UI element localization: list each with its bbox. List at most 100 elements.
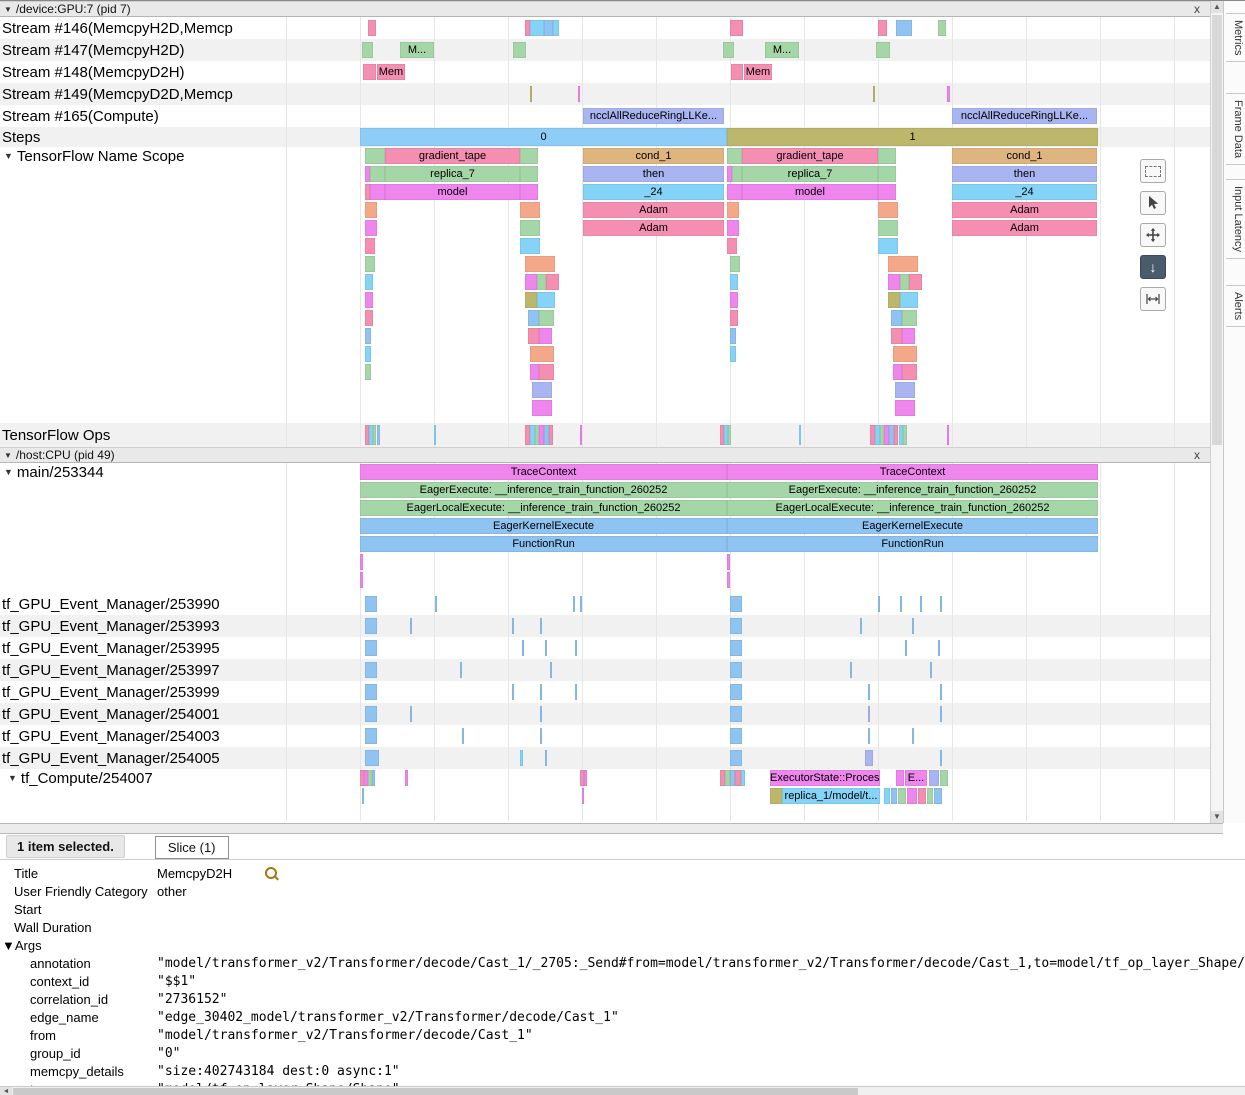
trace-event[interactable]	[888, 274, 900, 290]
details-hscrollbar[interactable]: ◄	[0, 1086, 1245, 1095]
collapse-arrow[interactable]: ▼	[8, 773, 17, 783]
collapse-arrow[interactable]: ▼	[4, 4, 12, 14]
trace-event[interactable]	[741, 770, 745, 786]
track-canvas[interactable]	[248, 659, 1210, 681]
track-canvas[interactable]	[248, 83, 1210, 105]
trace-event[interactable]	[545, 640, 547, 656]
trace-event[interactable]	[539, 310, 554, 326]
trace-event[interactable]	[878, 166, 896, 182]
track-canvas[interactable]: ncclAllReduceRingLLKe...ncclAllReduceRin…	[248, 105, 1210, 127]
trace-event[interactable]	[920, 596, 922, 612]
trace-event[interactable]	[938, 640, 940, 656]
trace-event[interactable]	[537, 274, 546, 290]
trace-event[interactable]	[730, 662, 742, 678]
trace-event[interactable]	[528, 328, 539, 344]
trace-event[interactable]	[902, 328, 915, 344]
trace-event[interactable]	[870, 425, 875, 445]
vertical-scrollbar-thumb[interactable]	[1212, 15, 1222, 445]
trace-event[interactable]	[365, 728, 377, 744]
trace-event[interactable]	[730, 292, 738, 308]
trace-event[interactable]	[770, 788, 782, 804]
magnifier-icon[interactable]	[264, 866, 279, 881]
trace-event[interactable]: EagerKernelExecute	[360, 518, 727, 534]
trace-event[interactable]	[462, 728, 464, 744]
trace-event[interactable]: model	[742, 184, 878, 200]
trace-event[interactable]	[530, 20, 544, 36]
trace-event[interactable]	[730, 640, 742, 656]
track-canvas[interactable]: M...M...	[248, 39, 1210, 61]
args-section-toggle[interactable]: ▼Args	[0, 936, 1245, 954]
trace-event[interactable]: _24	[952, 184, 1097, 200]
trace-event[interactable]	[725, 770, 730, 786]
close-icon[interactable]: x	[1194, 448, 1200, 462]
trace-event[interactable]	[550, 662, 552, 678]
trace-event[interactable]	[522, 640, 524, 656]
trace-event[interactable]: Adam	[952, 202, 1097, 218]
trace-event[interactable]	[878, 596, 880, 612]
trace-event[interactable]	[530, 346, 554, 362]
track-canvas[interactable]	[248, 17, 1210, 39]
trace-event[interactable]	[868, 728, 870, 744]
pan-tool-button[interactable]	[1140, 223, 1166, 247]
trace-event[interactable]	[537, 292, 555, 308]
trace-event[interactable]: then	[952, 166, 1097, 182]
trace-event[interactable]: EagerLocalExecute: __inference_train_fun…	[360, 500, 727, 516]
trace-event[interactable]	[530, 86, 532, 102]
trace-event[interactable]	[365, 274, 373, 290]
track-canvas[interactable]	[248, 747, 1210, 769]
trace-event[interactable]	[876, 42, 890, 58]
trace-event[interactable]	[532, 400, 552, 416]
trace-event[interactable]	[930, 662, 932, 678]
trace-event[interactable]	[891, 328, 902, 344]
trace-event[interactable]: EagerExecute: __inference_train_function…	[727, 482, 1098, 498]
trace-event[interactable]	[878, 184, 896, 200]
trace-event[interactable]	[727, 166, 732, 182]
trace-event[interactable]	[730, 750, 742, 766]
trace-event[interactable]: M...	[765, 42, 799, 58]
trace-event[interactable]	[912, 728, 914, 744]
trace-event[interactable]: FunctionRun	[727, 536, 1098, 552]
trace-event[interactable]	[934, 788, 942, 804]
trace-event[interactable]	[720, 770, 725, 786]
trace-event[interactable]	[947, 86, 950, 102]
trace-event[interactable]: Adam	[583, 220, 724, 236]
trace-event[interactable]: gradient_tape	[385, 148, 520, 164]
trace-event[interactable]	[365, 425, 369, 445]
trace-event[interactable]	[895, 400, 915, 416]
trace-event[interactable]	[513, 42, 526, 58]
trace-event[interactable]	[878, 202, 898, 218]
trace-event[interactable]	[368, 20, 376, 36]
trace-event[interactable]	[727, 572, 730, 588]
trace-event[interactable]	[373, 425, 376, 445]
side-tab-input-latency[interactable]: Input Latency	[1226, 179, 1245, 260]
trace-event[interactable]	[360, 554, 363, 570]
trace-event[interactable]: 1	[727, 128, 1098, 146]
trace-event[interactable]	[528, 310, 539, 326]
trace-event[interactable]	[544, 20, 553, 36]
trace-event[interactable]	[363, 64, 376, 80]
trace-event[interactable]: model	[385, 184, 520, 200]
trace-event[interactable]	[544, 425, 549, 445]
trace-event[interactable]	[377, 425, 380, 445]
track-canvas[interactable]	[248, 725, 1210, 747]
trace-event[interactable]	[580, 596, 582, 612]
trace-event[interactable]: EagerExecute: __inference_train_function…	[360, 482, 727, 498]
track-canvas[interactable]	[248, 703, 1210, 725]
trace-event[interactable]	[360, 572, 363, 588]
trace-event[interactable]	[525, 256, 555, 272]
trace-event[interactable]	[525, 425, 530, 445]
trace-event[interactable]	[435, 596, 437, 612]
trace-event[interactable]	[362, 788, 364, 804]
trace-event[interactable]	[727, 184, 742, 200]
trace-event[interactable]: Mem	[377, 64, 405, 80]
trace-event[interactable]	[364, 770, 368, 786]
details-scrollbar-thumb[interactable]	[13, 1088, 858, 1095]
trace-event[interactable]: FunctionRun	[360, 536, 727, 552]
trace-event[interactable]	[365, 202, 377, 218]
trace-event[interactable]: _24	[583, 184, 724, 200]
trace-event[interactable]	[899, 425, 903, 445]
trace-event[interactable]: TraceContext	[727, 464, 1098, 480]
